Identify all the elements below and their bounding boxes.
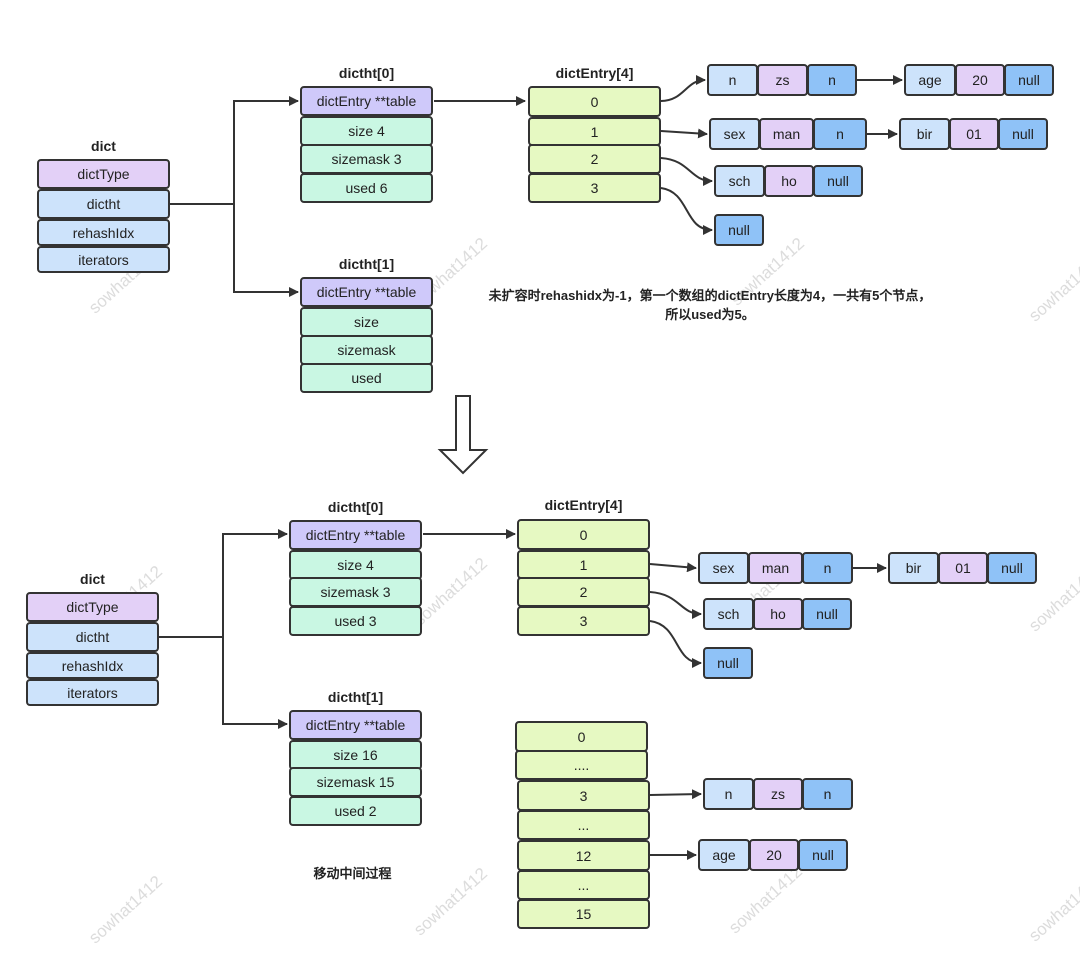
bottom-node-value: ho [753,598,803,630]
top-node-value: ho [764,165,814,197]
top-note: 未扩容时rehashidx为-1，第一个数组的dictEntry长度为4，一共有… [465,286,955,324]
top-node-next: null [813,165,863,197]
top-node-next: null [1004,64,1054,96]
top-entry-slot-0: 0 [528,86,661,117]
top-ht0-size: size 4 [300,116,433,146]
entry16-slot: ... [517,810,650,840]
top-ht1-used: used [300,363,433,393]
bottom-ht0-title: dictht[0] [327,499,384,515]
top-null-node: null [714,214,764,246]
entry16-node-value: zs [753,778,803,810]
bottom-node-next: null [987,552,1037,584]
bottom-entry-slot-0: 0 [517,519,650,550]
entry16-node-key: n [703,778,754,810]
bottom-node-next: n [802,552,853,584]
top-ht1-sizemask: sizemask [300,335,433,365]
top-node-next: n [813,118,867,150]
top-ht1-size: size [300,307,433,337]
top-dict-iterators: iterators [37,246,170,273]
bottom-node-value: man [748,552,803,584]
top-node-value: zs [757,64,808,96]
entry16-node-key: age [698,839,750,871]
bottom-dict-title: dict [80,571,105,587]
top-ht0-used: used 6 [300,173,433,203]
top-dict-rehashidx: rehashIdx [37,219,170,246]
bottom-node-key: sex [698,552,749,584]
bottom-node-key: sch [703,598,754,630]
bottom-node-value: 01 [938,552,988,584]
entry16-node-next: n [802,778,853,810]
entry16-slot: 12 [517,840,650,871]
bottom-caption: 移动中间过程 [313,866,392,881]
entry16-node-value: 20 [749,839,799,871]
top-ht1-table: dictEntry **table [300,277,433,307]
bottom-dict-dicttype: dictType [26,592,159,622]
top-entry-title: dictEntry[4] [555,65,634,81]
top-ht0-sizemask: sizemask 3 [300,144,433,174]
top-dict-title: dict [91,138,116,154]
top-node-key: bir [899,118,950,150]
bottom-ht0-used: used 3 [289,606,422,636]
bottom-ht1-used: used 2 [289,796,422,826]
top-ht1-title: dictht[1] [338,256,395,272]
bottom-ht0-table: dictEntry **table [289,520,422,550]
entry16-node-next: null [798,839,848,871]
bottom-null-node: null [703,647,753,679]
top-node-key: n [707,64,758,96]
top-entry-slot-1: 1 [528,117,661,146]
bottom-ht1-size: size 16 [289,740,422,770]
top-ht0-title: dictht[0] [338,65,395,81]
entry16-slot: 15 [517,899,650,929]
entry16-slot: ... [517,870,650,900]
bottom-ht1-table: dictEntry **table [289,710,422,740]
top-node-key: sch [714,165,765,197]
bottom-ht0-sizemask: sizemask 3 [289,577,422,607]
top-node-value: man [759,118,814,150]
bottom-entry-title: dictEntry[4] [544,497,623,513]
top-entry-slot-3: 3 [528,173,661,203]
bottom-dict-iterators: iterators [26,679,159,706]
bottom-entry-slot-1: 1 [517,550,650,579]
top-ht0-table: dictEntry **table [300,86,433,116]
top-node-value: 01 [949,118,999,150]
entry16-slot: 0 [515,721,648,752]
bottom-ht1-title: dictht[1] [327,689,384,705]
entry16-slot: .... [515,750,648,780]
bottom-dict-dictht: dictht [26,622,159,652]
top-note-line2: 所以used为5。 [665,307,755,322]
top-node-value: 20 [955,64,1005,96]
top-node-key: age [904,64,956,96]
bottom-node-next: null [802,598,852,630]
top-note-line1: 未扩容时rehashidx为-1，第一个数组的dictEntry长度为4，一共有… [488,288,932,303]
top-entry-slot-2: 2 [528,144,661,174]
bottom-entry-slot-2: 2 [517,577,650,607]
top-dict-dicttype: dictType [37,159,170,189]
bottom-ht0-size: size 4 [289,550,422,580]
top-node-key: sex [709,118,760,150]
bottom-node-key: bir [888,552,939,584]
top-node-next: null [998,118,1048,150]
bottom-dict-rehashidx: rehashIdx [26,652,159,679]
bottom-ht1-sizemask: sizemask 15 [289,767,422,797]
bottom-entry-slot-3: 3 [517,606,650,636]
top-dict-dictht: dictht [37,189,170,219]
entry16-slot: 3 [517,780,650,811]
top-node-next: n [807,64,857,96]
